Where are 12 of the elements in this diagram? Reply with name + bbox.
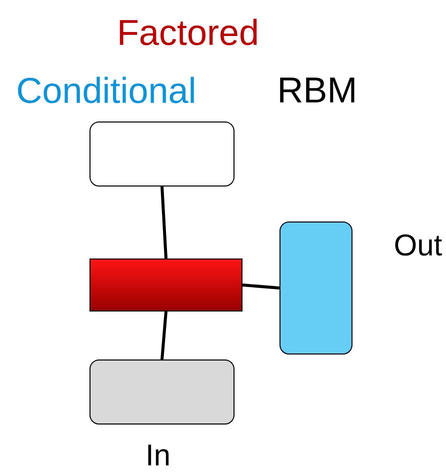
connector-line — [160, 311, 168, 360]
connector-line — [242, 284, 280, 290]
node-label: Out — [395, 234, 442, 256]
title-word: Factored — [120, 18, 257, 46]
rounded-box — [280, 222, 352, 354]
rounded-box — [90, 122, 234, 186]
title-word: Conditional — [18, 76, 194, 104]
rounded-box — [90, 360, 234, 424]
node-label: In — [148, 444, 169, 466]
bar — [90, 258, 242, 312]
title-word: RBM — [280, 78, 354, 102]
connector-line — [160, 186, 168, 259]
